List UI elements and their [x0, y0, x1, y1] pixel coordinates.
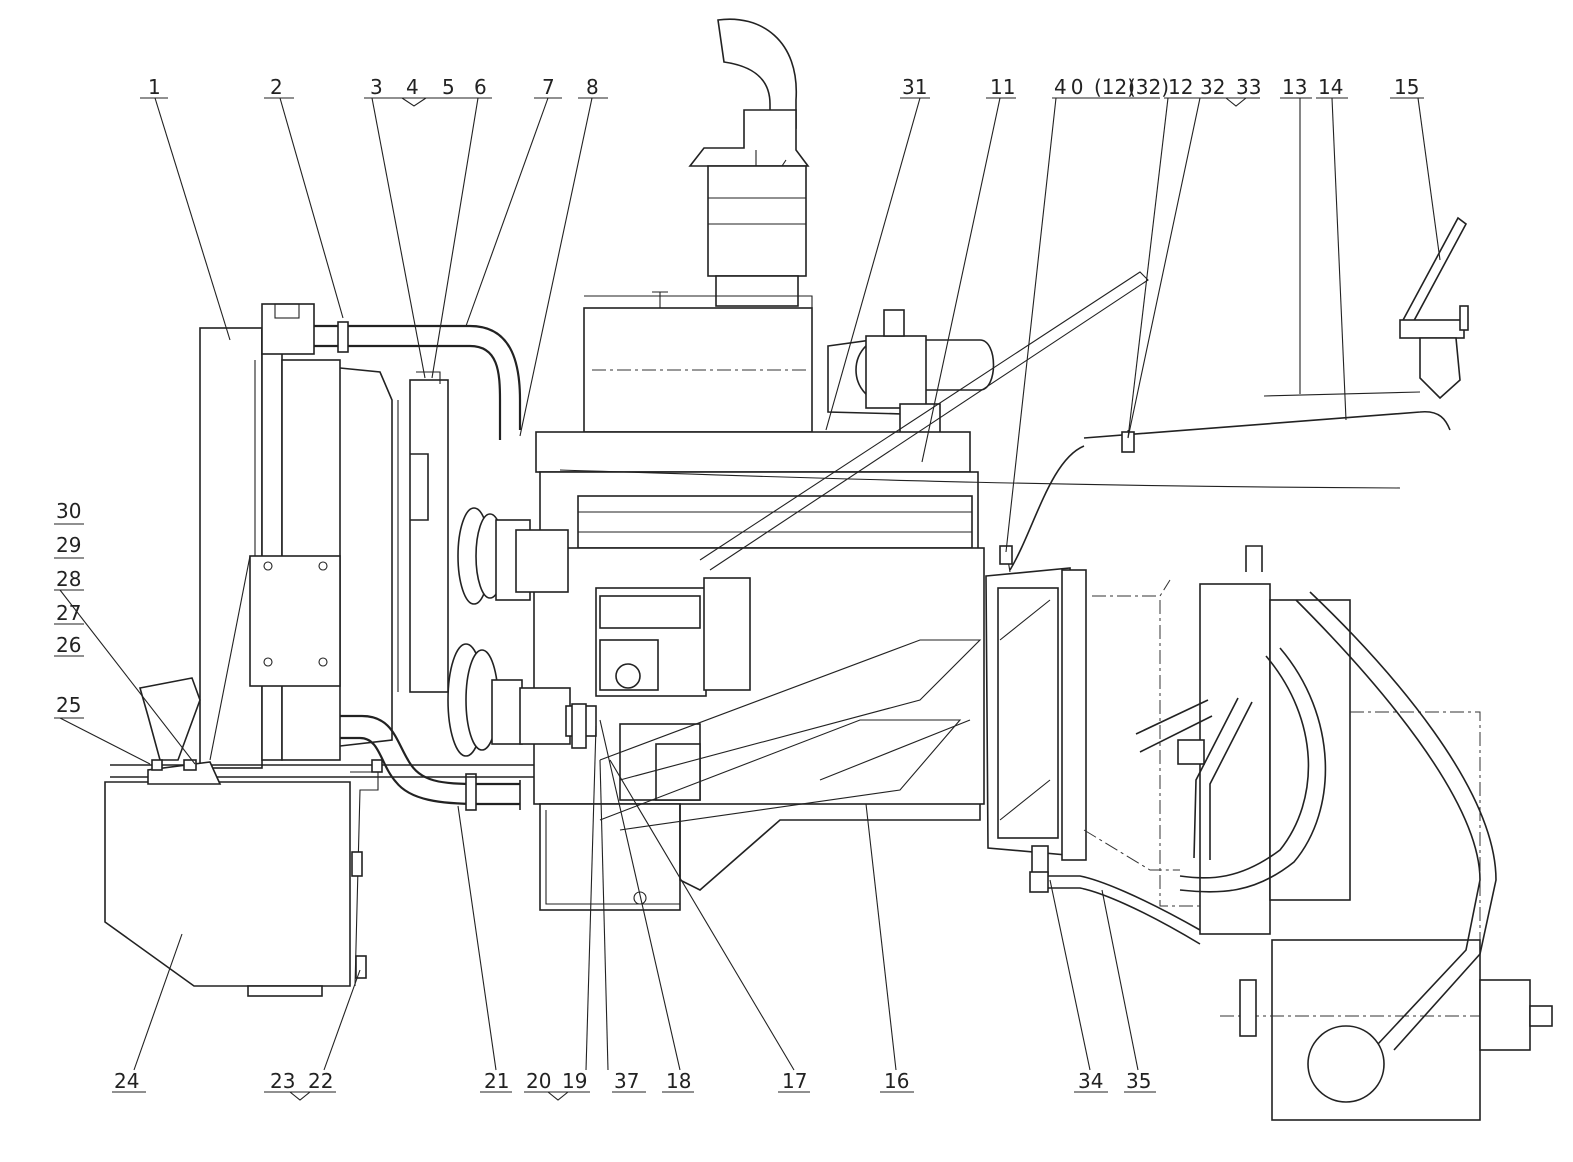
callout-22: 22 [308, 1069, 333, 1093]
callout-20: 20 [526, 1069, 551, 1093]
flywheel-housing [985, 567, 1087, 875]
callout-35: 35 [1126, 1069, 1151, 1093]
callout-26: 26 [56, 633, 81, 657]
pedal [1263, 216, 1469, 400]
callout-23: 23 [270, 1069, 295, 1093]
fan-assembly [397, 371, 449, 693]
callout-21: 21 [484, 1069, 509, 1093]
callout-6: 6 [474, 75, 487, 99]
callout-4: 4 [406, 75, 419, 99]
callout-1: 1 [148, 75, 161, 99]
control-cables [559, 410, 1451, 573]
lower-water-pipe [340, 714, 521, 811]
callout-12: 12 [1168, 75, 1193, 99]
callout-32-paren: (32) [1128, 75, 1169, 99]
callout-17: 17 [782, 1069, 807, 1093]
callout-25: 25 [56, 693, 81, 717]
injection-pump [595, 577, 751, 801]
transmission [1083, 545, 1553, 1121]
radiator [199, 303, 393, 769]
callout-31: 31 [902, 75, 927, 99]
callout-24: 24 [114, 1069, 139, 1093]
callout-15: 15 [1394, 75, 1419, 99]
callout-37: 37 [614, 1069, 639, 1093]
callouts-bottom: 24 23 22 21 20 19 37 18 17 16 34 35 [114, 1069, 1151, 1093]
shift-linkage [1135, 591, 1497, 1051]
callout-19: 19 [562, 1069, 587, 1093]
callout-2: 2 [270, 75, 283, 99]
callout-5: 5 [442, 75, 455, 99]
callout-32: 32 [1200, 75, 1225, 99]
callout-28: 28 [56, 567, 81, 591]
callout-27: 27 [56, 601, 81, 625]
callout-14: 14 [1318, 75, 1343, 99]
callout-18: 18 [666, 1069, 691, 1093]
leader-lines [59, 97, 1441, 1071]
callout-11: 11 [990, 75, 1015, 99]
callout-3: 3 [370, 75, 383, 99]
callouts-left: 30 29 28 27 26 25 [56, 499, 81, 717]
callout-16: 16 [884, 1069, 909, 1093]
crankshaft-pulley [447, 507, 597, 757]
callout-12-paren: (12) [1094, 75, 1135, 99]
label-underlines [54, 97, 1424, 1101]
oil-line [1029, 871, 1201, 945]
callout-8: 8 [586, 75, 599, 99]
callout-33: 33 [1236, 75, 1261, 99]
callout-34: 34 [1078, 1069, 1103, 1093]
phantom-outline [599, 271, 1149, 831]
callout-29: 29 [56, 533, 81, 557]
fuel-tank [104, 555, 560, 997]
callout-7: 7 [542, 75, 555, 99]
upper-water-pipe [314, 321, 522, 440]
air-cleaner [583, 18, 813, 433]
callout-13: 13 [1282, 75, 1307, 99]
callout-40: 40 [1054, 75, 1087, 99]
callout-30: 30 [56, 499, 81, 523]
callouts-top: 1 2 3 4 5 6 7 8 31 11 40 (12) (32) 12 32… [148, 75, 1419, 99]
